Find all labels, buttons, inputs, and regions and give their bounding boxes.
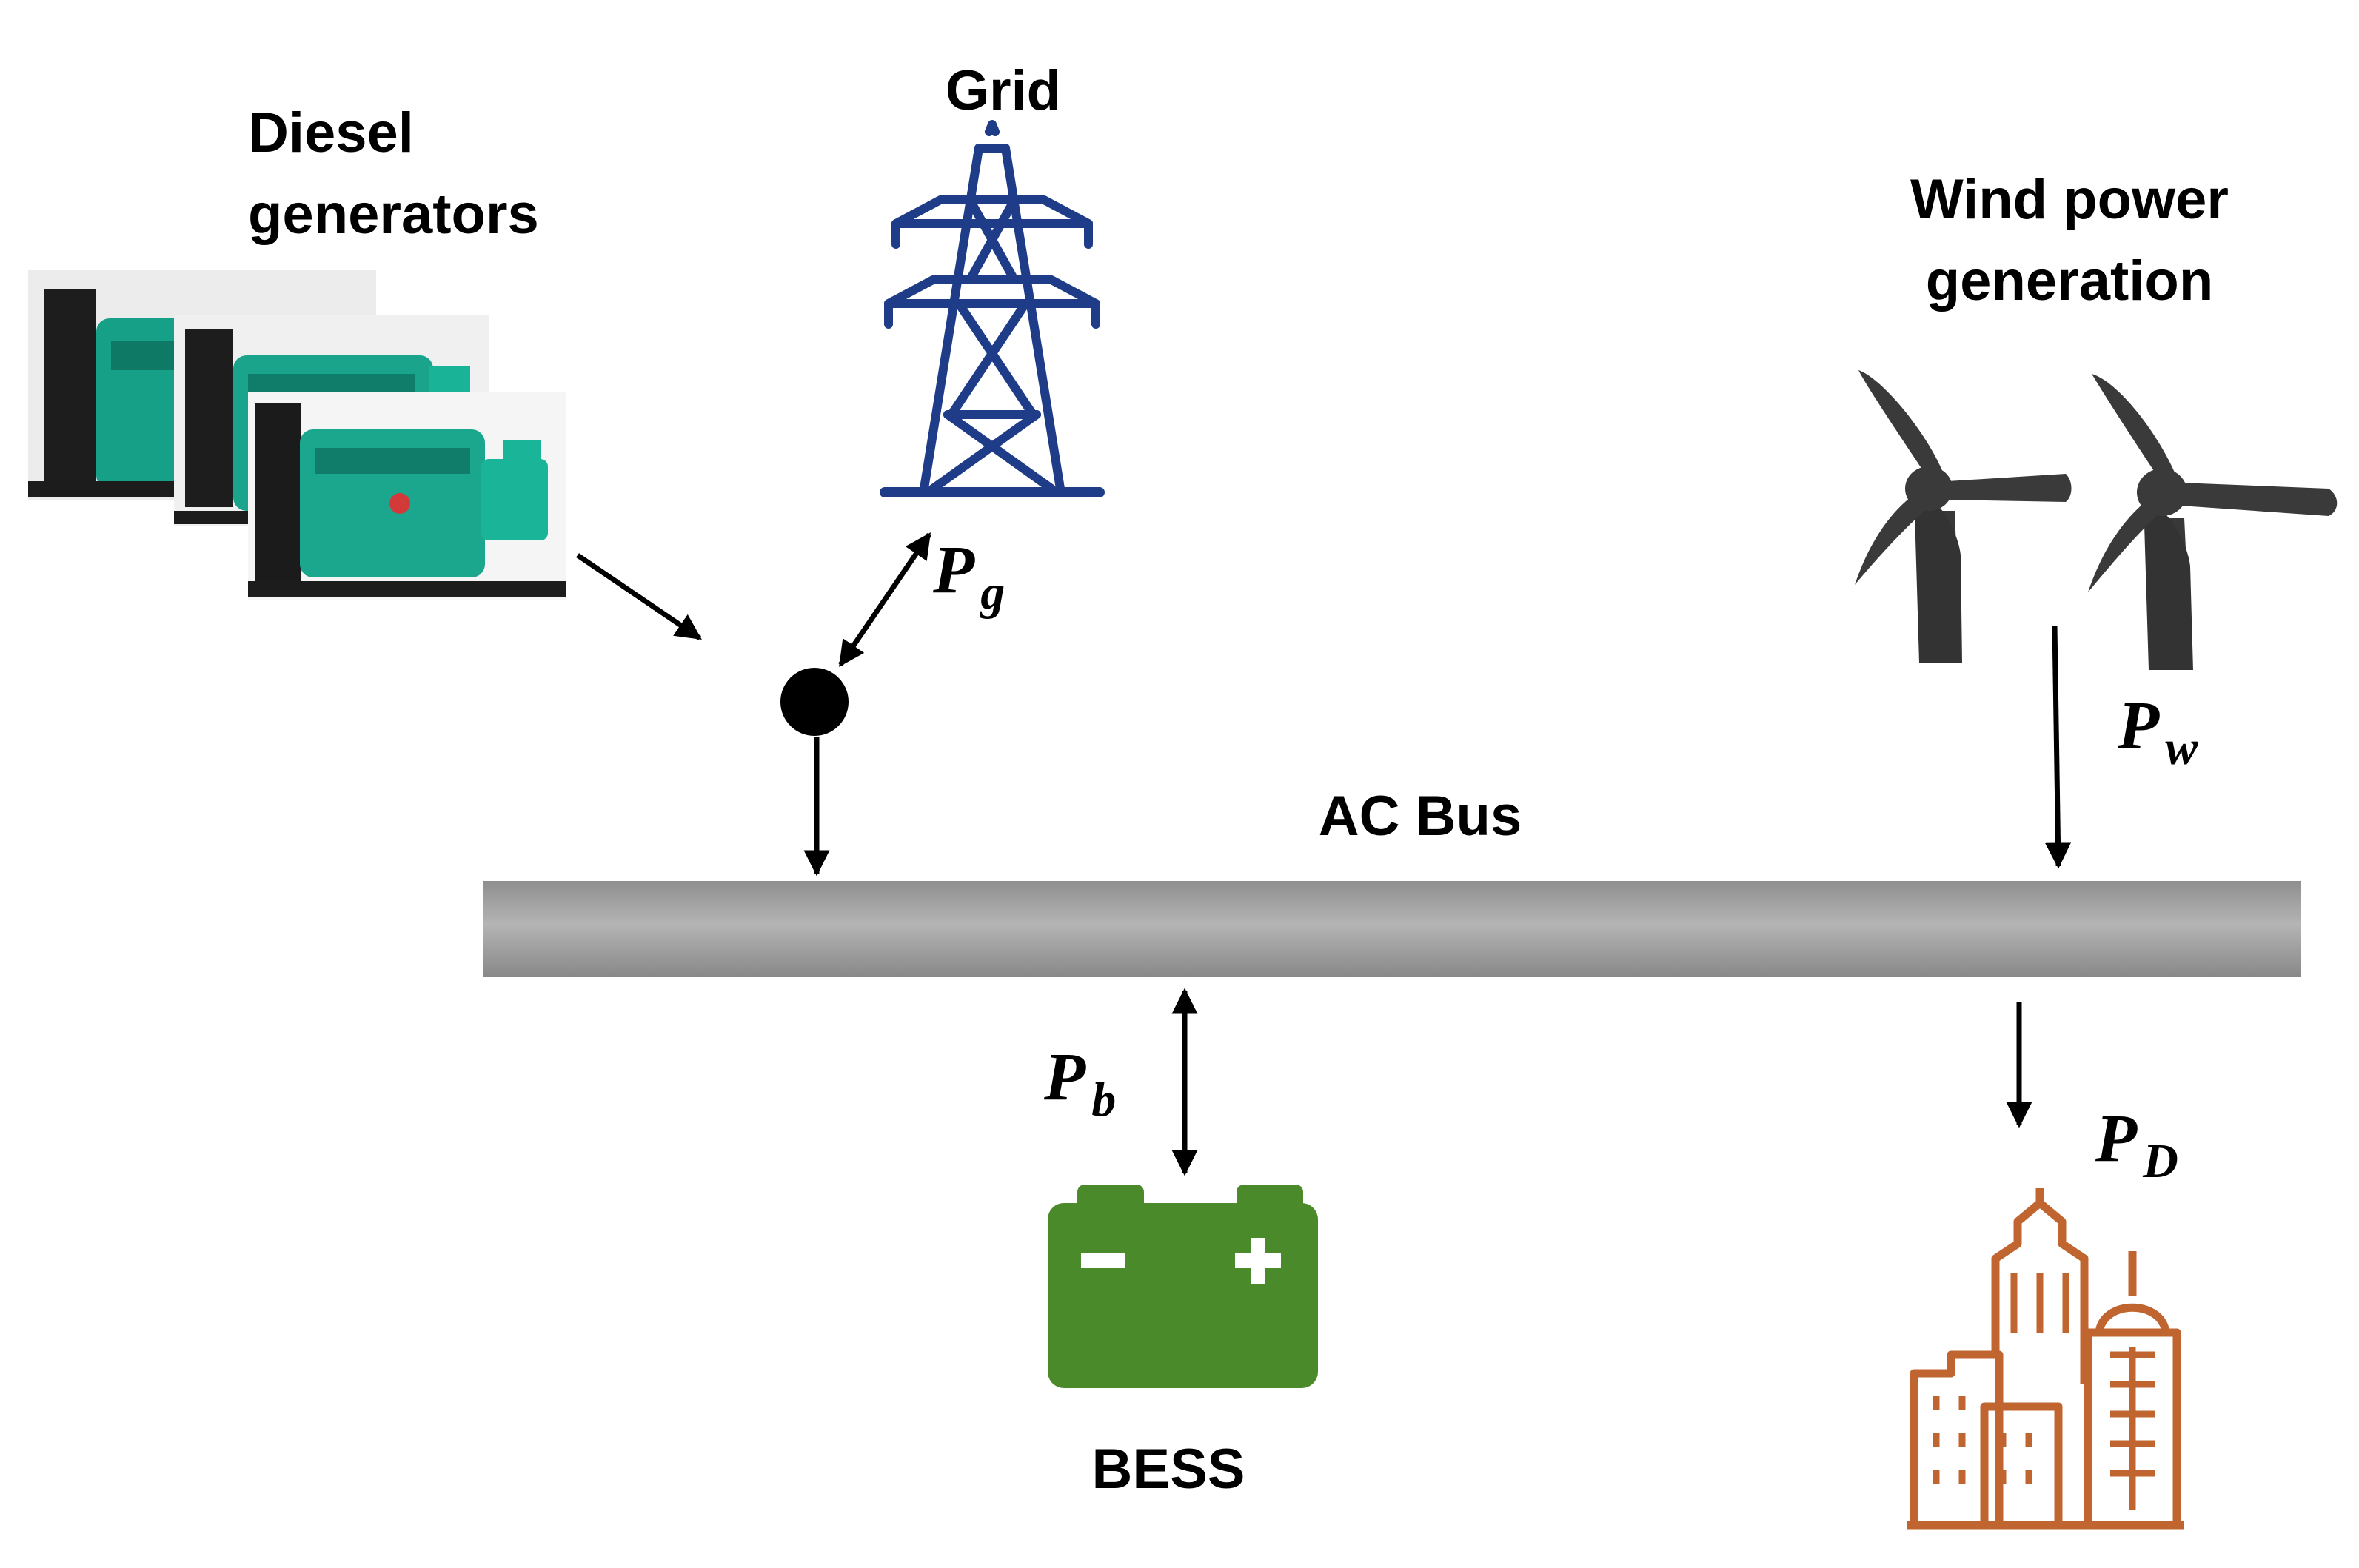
wind-turbine-icon [1855,370,2338,670]
pb-base: P [1043,1039,1086,1114]
pb-sub: b [1091,1073,1116,1127]
ac-bus-bar [483,881,2301,977]
diesel-generator-photo-3 [248,392,566,600]
battery-minus-sign [1081,1253,1125,1268]
junction-node [780,668,849,736]
pd-base: P [2095,1100,2138,1176]
ac-bus-label: AC Bus [1319,785,1522,848]
diesel-label-line1: Diesel [248,101,414,164]
pg-sub: g [979,566,1005,620]
wind-label-line2: generation [1926,249,2214,312]
pw-base: P [2117,687,2160,763]
battery-plus-v [1251,1238,1265,1284]
diesel-to-junction-arrow [576,553,702,640]
wind-turbine-left [1855,370,2072,663]
wind-to-bus-arrow [2045,625,2072,869]
pg-base: P [932,532,975,607]
bess-label: BESS [1092,1438,1245,1501]
grid-label: Grid [946,59,1061,122]
city-buildings-icon [1907,1188,2184,1530]
pw-sub: w [2165,721,2198,775]
diesel-label-line2: generators [248,183,539,246]
battery-icon [1048,1185,1318,1388]
wind-turbine-right [2088,374,2338,670]
transmission-tower-icon [880,120,1105,497]
pd-sub: D [2142,1134,2178,1188]
diesel-generator-icon [28,270,566,600]
wind-label-line1: Wind power [1910,168,2229,231]
grid-junction-arrow [838,532,931,667]
